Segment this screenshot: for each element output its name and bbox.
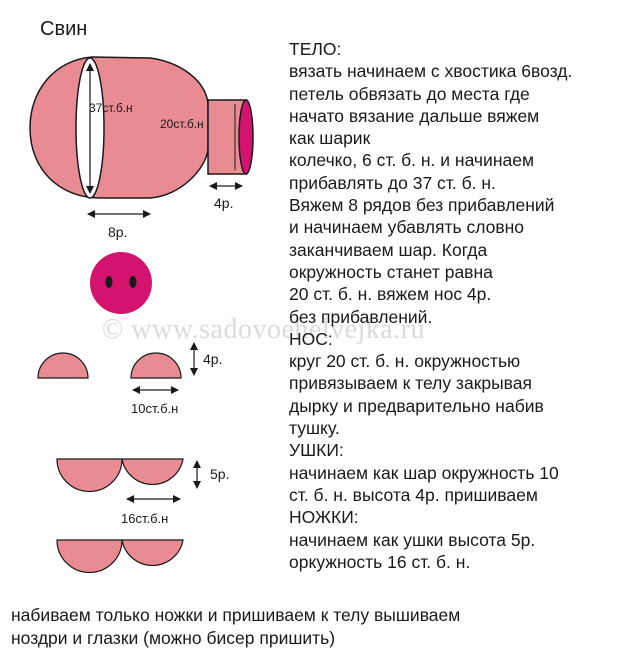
instruction-line: начинаем как шар окружность 10 xyxy=(289,462,559,483)
instruction-line: привязываем к телу закрывая xyxy=(289,373,532,394)
pig-body-diagram: 37ст.б.н 20ст.б.н xyxy=(29,56,209,199)
instruction-line: дырку и предварительно набив xyxy=(289,395,544,416)
instruction-line: ст. б. н. высота 4р. пришиваем xyxy=(289,484,538,505)
instruction-line: Вяжем 8 рядов без прибавлений xyxy=(289,195,555,216)
leg-top-left xyxy=(56,458,123,493)
snout-end xyxy=(238,99,254,175)
instruction-line: прибавлять до 37 ст. б. н. xyxy=(289,172,496,193)
nose-circle xyxy=(90,252,152,314)
snout-diagram: 4р. 8р. xyxy=(87,99,254,240)
ear-left xyxy=(37,352,89,379)
instructions-text: ТЕЛО:вязать начинаем с хвостика 6возд.пе… xyxy=(289,38,634,573)
footer-line: ноздри и глазки (можно бисер пришить) xyxy=(11,628,336,648)
instruction-line: и начинаем убавлять словно xyxy=(289,217,525,238)
instruction-line: начато вязание дальше вяжем xyxy=(289,105,540,126)
body-length-label: 8р. xyxy=(108,224,127,240)
instruction-line: вязать начинаем с хвостика 6возд. xyxy=(289,61,573,82)
snout-length-label: 4р. xyxy=(214,195,233,211)
leg-bottom-right xyxy=(121,539,184,566)
instruction-line: окружность станет равна xyxy=(289,261,493,282)
ears-diagram: 4р. 10ст.б.н xyxy=(37,342,222,416)
instruction-line: НОЖКИ: xyxy=(289,507,359,528)
instruction-line: круг 20 ст. б. н. окружностью xyxy=(289,351,521,372)
instruction-line: тушку. xyxy=(289,418,340,439)
instruction-line: как шарик xyxy=(289,128,371,149)
ear-right xyxy=(130,352,182,379)
instruction-line: оркужность 16 ст. б. н. xyxy=(289,551,471,572)
instruction-line: ТЕЛО: xyxy=(289,39,342,59)
instruction-line: колечко, 6 ст. б. н. и начинаем xyxy=(289,150,534,171)
instruction-line: НОС: xyxy=(289,328,333,349)
legs-diagram: 5р. 16ст.б.н xyxy=(56,458,229,574)
instruction-line: 20 ст. б. н. вяжем нос 4р. xyxy=(289,284,492,305)
leg-width-label: 16ст.б.н xyxy=(121,511,168,526)
nose-piece xyxy=(90,252,152,314)
footer-line: набиваем только ножки и пришиваем к телу… xyxy=(11,605,461,625)
ear-width-label: 10ст.б.н xyxy=(131,401,178,416)
nostril-right xyxy=(129,276,137,288)
instruction-line: без прибавлений. xyxy=(289,306,433,327)
nostril-left xyxy=(105,276,113,288)
instruction-line: начинаем как ушки высота 5р. xyxy=(289,529,536,550)
instruction-line: заканчиваем шар. Когда xyxy=(289,239,488,260)
ear-height-label: 4р. xyxy=(203,351,222,367)
body-shape xyxy=(29,56,209,199)
leg-top-right xyxy=(121,458,184,485)
leg-height-label: 5р. xyxy=(210,466,229,482)
body-height-label: 37ст.б.н xyxy=(89,101,133,115)
instruction-line: петель обвязать до места где xyxy=(289,83,530,104)
page-title: Свин xyxy=(40,18,88,40)
leg-bottom-left xyxy=(56,539,123,574)
snout-label: 20ст.б.н xyxy=(160,117,204,131)
footer-text: набиваем только ножки и пришиваем к телу… xyxy=(11,604,636,650)
instruction-line: УШКИ: xyxy=(289,440,344,461)
